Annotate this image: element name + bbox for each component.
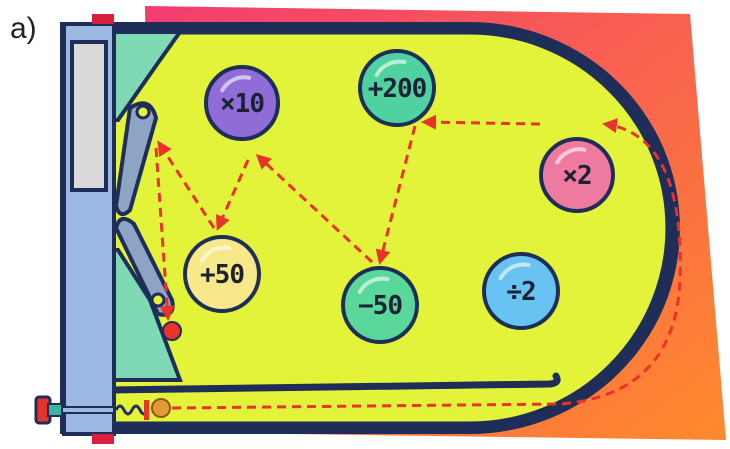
bumper-minus50: −50 xyxy=(341,266,419,344)
bumper-label: ÷2 xyxy=(506,277,535,307)
bumper-highlight xyxy=(374,59,407,78)
path-to-times10 xyxy=(255,153,374,264)
path-launch xyxy=(171,118,682,410)
ball-path xyxy=(154,114,682,410)
bumper-times2: ×2 xyxy=(539,137,615,213)
bumper-label: −50 xyxy=(358,291,402,321)
bumper-highlight xyxy=(199,245,232,264)
bumper-highlight xyxy=(555,147,587,165)
launch-lane-rail xyxy=(108,372,561,394)
bumper-plus50: +50 xyxy=(183,235,261,313)
bumper-highlight xyxy=(498,262,531,281)
path-to-plus200 xyxy=(421,114,541,130)
bumper-plus200: +200 xyxy=(358,49,436,127)
path-to-minus50 xyxy=(375,125,417,265)
bumper-label: +200 xyxy=(368,74,427,104)
path-to-plus50 xyxy=(215,159,250,231)
path-to-flipper xyxy=(157,140,216,229)
bumper-times10: ×10 xyxy=(204,65,280,141)
bottom-tab xyxy=(92,434,114,444)
bumper-highlight xyxy=(220,75,252,93)
plunger[interactable] xyxy=(34,395,115,425)
plunger-spring xyxy=(114,400,150,420)
panel-label: a) xyxy=(10,12,37,45)
bumper-divide2: ÷2 xyxy=(482,252,560,330)
bumper-highlight xyxy=(357,276,390,295)
score-window xyxy=(70,40,108,192)
bumper-label: ×2 xyxy=(562,161,591,191)
path-to-end xyxy=(154,147,175,321)
ball-end xyxy=(162,321,182,341)
top-tab xyxy=(92,14,114,24)
upper-flipper[interactable] xyxy=(113,101,159,217)
ball-start xyxy=(151,398,171,418)
bumper-label: ×10 xyxy=(220,89,264,119)
bumper-label: +50 xyxy=(200,260,244,290)
